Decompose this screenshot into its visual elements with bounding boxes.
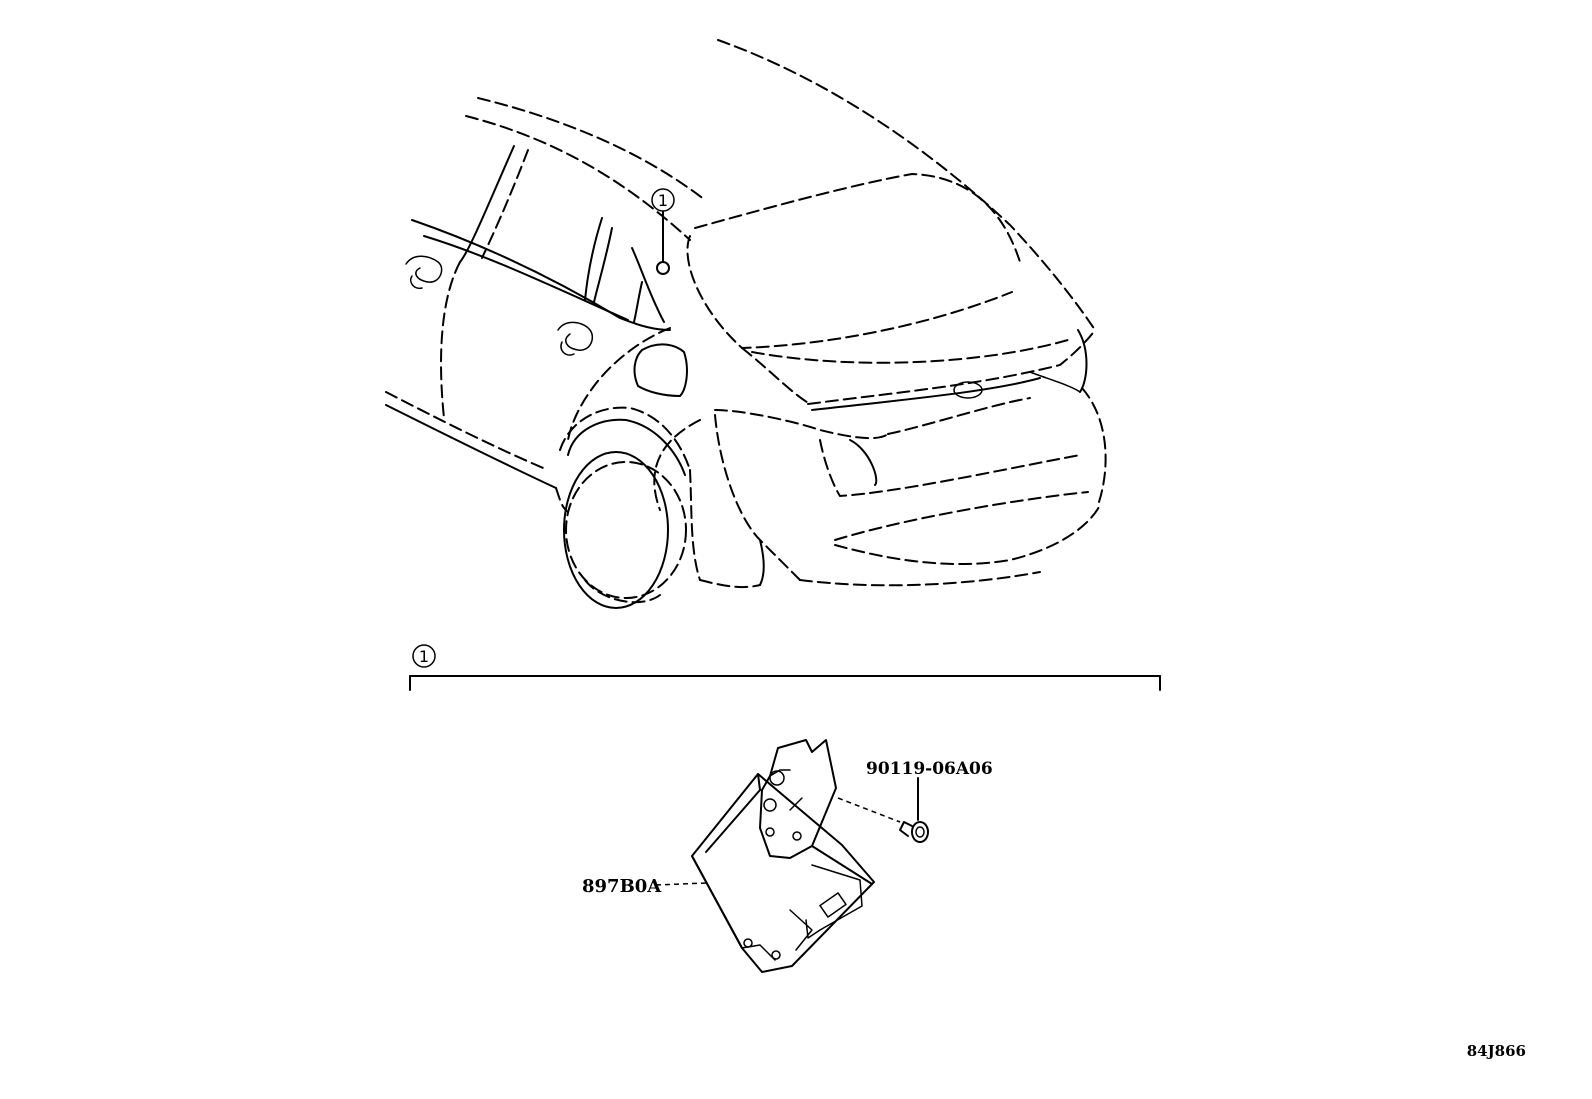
module-illustration[interactable] <box>691 739 875 973</box>
callout-marker-section[interactable]: 1 <box>412 644 436 668</box>
car-illustration <box>385 39 1107 609</box>
part-label-bolt[interactable]: 90119-06A06 <box>866 759 993 779</box>
part-label-module[interactable]: 897B0A <box>582 876 662 897</box>
section-bracket <box>409 675 1161 691</box>
bolt-illustration[interactable] <box>837 777 929 843</box>
diagram-id: 84J866 <box>1467 1042 1526 1060</box>
callout-marker-car[interactable]: 1 <box>651 188 675 212</box>
module-leader <box>655 882 707 886</box>
callout-number: 1 <box>419 647 429 666</box>
callout-number: 1 <box>658 191 668 210</box>
